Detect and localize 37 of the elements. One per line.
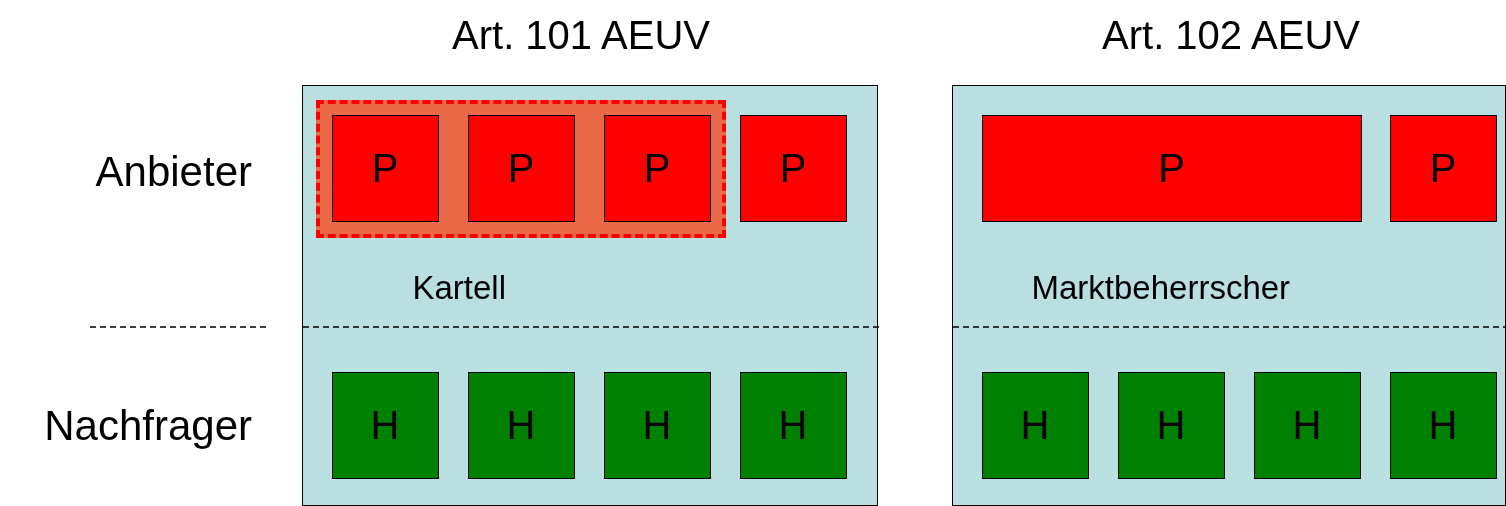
box-letter: H bbox=[505, 401, 537, 449]
group-caption: Kartell bbox=[412, 269, 507, 306]
box-letter: H bbox=[1019, 401, 1051, 449]
buyer-box bbox=[981, 371, 1089, 479]
buyer-box bbox=[603, 371, 711, 479]
supplier-box bbox=[1389, 114, 1497, 222]
box-letter: P bbox=[642, 144, 672, 192]
box-letter: H bbox=[1427, 401, 1459, 449]
market-panel bbox=[952, 85, 1506, 506]
supplier-box bbox=[739, 114, 847, 222]
group-caption: Marktbeherrscher bbox=[1031, 269, 1291, 306]
box-letter: H bbox=[369, 401, 401, 449]
box-letter: H bbox=[777, 401, 809, 449]
supplier-box bbox=[331, 114, 439, 222]
box-letter: P bbox=[1157, 144, 1186, 192]
box-letter: H bbox=[641, 401, 673, 449]
panel-title: Art. 101 AEUV bbox=[451, 11, 711, 59]
buyer-box bbox=[467, 371, 575, 479]
supplier-box bbox=[981, 114, 1362, 222]
box-letter: P bbox=[1428, 144, 1458, 192]
box-letter: H bbox=[1155, 401, 1187, 449]
box-letter: P bbox=[506, 144, 536, 192]
buyer-box bbox=[1389, 371, 1497, 479]
cartel-group bbox=[315, 99, 726, 238]
market-panel bbox=[302, 85, 878, 506]
box-letter: P bbox=[778, 144, 808, 192]
buyer-box bbox=[1117, 371, 1225, 479]
box-letter: H bbox=[1291, 401, 1323, 449]
buyer-box bbox=[1253, 371, 1361, 479]
row-label: Anbieter bbox=[95, 148, 252, 196]
supplier-box bbox=[603, 114, 711, 222]
row-label: Nachfrager bbox=[44, 402, 252, 450]
panel-title: Art. 102 AEUV bbox=[1101, 11, 1361, 59]
supplier-box bbox=[467, 114, 575, 222]
buyer-box bbox=[331, 371, 439, 479]
box-letter: P bbox=[370, 144, 400, 192]
buyer-box bbox=[739, 371, 847, 479]
